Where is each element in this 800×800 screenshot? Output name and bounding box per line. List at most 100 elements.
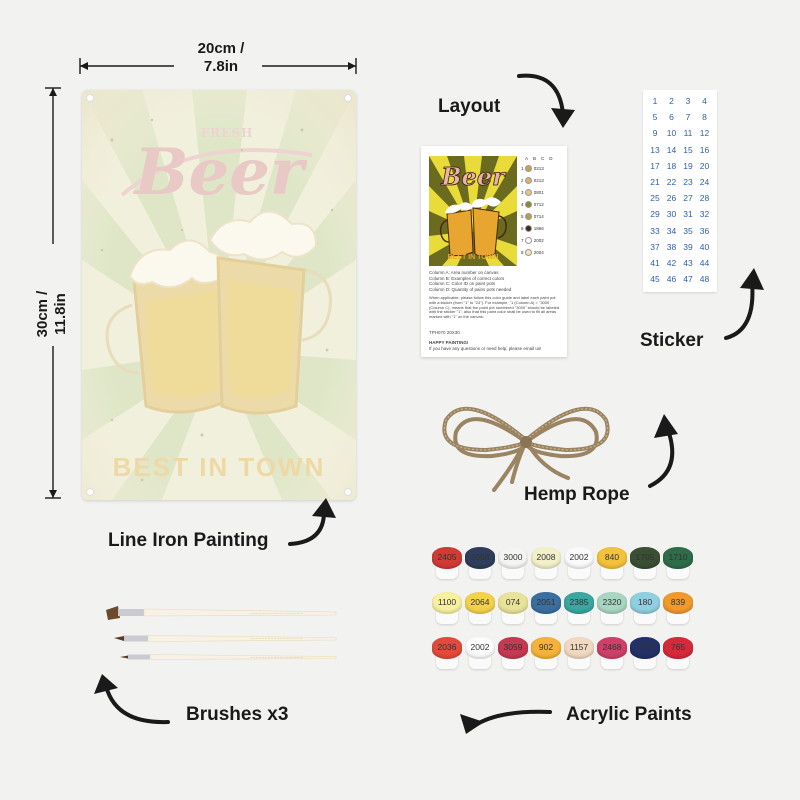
sticker-number: 30 bbox=[666, 209, 677, 220]
sticker-number: 19 bbox=[683, 160, 693, 171]
paint-code: 2036 bbox=[437, 642, 457, 652]
legend-swatch bbox=[524, 213, 532, 221]
paint-pot: 902 bbox=[531, 637, 561, 669]
sticker-number: 26 bbox=[666, 193, 677, 204]
paint-pot: 840 bbox=[597, 547, 627, 579]
legend-swatch bbox=[524, 249, 532, 257]
legend-swatch bbox=[524, 165, 532, 173]
paint-pot: 2008 bbox=[531, 547, 561, 579]
paint-pot-cap bbox=[564, 637, 594, 659]
paint-pot: 2385 bbox=[564, 592, 594, 624]
brushes: ~~~~~~~~~~~~~~~~~~ ~~~~~~~~~~~~~~~~~~ ~~… bbox=[106, 606, 337, 660]
hemp-rope bbox=[442, 406, 610, 492]
paint-pot-cap bbox=[498, 592, 528, 614]
column-c-text: Column C: Color ID on paint pots bbox=[429, 281, 496, 287]
paint-pot: 074 bbox=[498, 592, 528, 624]
line-iron-arrow-icon bbox=[288, 498, 336, 546]
line-iron-painting: FRESH Beer BEST IN TOWN bbox=[82, 90, 356, 500]
sticker-number: 38 bbox=[666, 241, 677, 252]
paint-code: 2064 bbox=[470, 597, 490, 607]
sticker-number: 5 bbox=[652, 112, 658, 123]
paint-pot-cap bbox=[432, 637, 462, 659]
line-iron-painting-label: Line Iron Painting bbox=[108, 530, 269, 551]
legend-header-c: C bbox=[541, 156, 550, 161]
paint-pot: 2064 bbox=[465, 592, 495, 624]
legend-number: 4 bbox=[521, 202, 524, 207]
legend-code: 1866 bbox=[533, 226, 544, 231]
paint-pot-cap bbox=[531, 592, 561, 614]
sticker-arrow-icon bbox=[724, 268, 764, 340]
painting-brand: Beer bbox=[134, 135, 304, 210]
size-code: TPH070 20X30 bbox=[429, 330, 460, 335]
sticker-number: 24 bbox=[699, 177, 710, 187]
paint-pot-cap bbox=[465, 592, 495, 614]
paint-code: 902 bbox=[538, 642, 554, 652]
legend-header: ABCD bbox=[525, 156, 565, 161]
sticker-number: 46 bbox=[666, 274, 677, 285]
instruction-note: When applicable, please follow this colo… bbox=[429, 295, 560, 320]
mini-poster-bottom: BEST IN TOWN bbox=[447, 254, 499, 261]
layout-label: Layout bbox=[438, 96, 501, 117]
paint-pot: 3059 bbox=[498, 637, 528, 669]
paint-pot-cap bbox=[465, 637, 495, 659]
sticker-number: 9 bbox=[652, 128, 658, 139]
paint-pot-cap bbox=[564, 547, 594, 569]
legend-code: 0712 bbox=[533, 202, 544, 207]
mini-poster-art bbox=[429, 156, 517, 266]
brush-flat: ~~~~~~~~~~~~~~~~~~ bbox=[106, 606, 337, 620]
paint-pot: 2320 bbox=[597, 592, 627, 624]
paint-code: 180 bbox=[637, 597, 653, 607]
sticker-number: 6 bbox=[669, 112, 674, 123]
sticker-number: 33 bbox=[650, 225, 660, 236]
paint-pot-cap bbox=[597, 592, 627, 614]
legend-code: 2002 bbox=[533, 238, 544, 243]
legend-header-d: D bbox=[549, 156, 558, 161]
legend-swatch bbox=[524, 237, 532, 245]
brushes-label: Brushes x3 bbox=[186, 704, 289, 725]
paint-pot: 1710 bbox=[663, 547, 693, 579]
sticker-number: 8 bbox=[702, 112, 707, 123]
paint-pot: 2058 bbox=[465, 547, 495, 579]
paint-pot: 2002 bbox=[564, 547, 594, 579]
paint-pot: 1157 bbox=[564, 637, 594, 669]
paint-pot-cap bbox=[531, 637, 561, 659]
paint-code: 1705 bbox=[635, 552, 655, 562]
sticker-number: 10 bbox=[666, 128, 677, 139]
legend-code: 0213 bbox=[533, 178, 544, 183]
brush-round-medium: ~~~~~~~~~~~~~~~~~~ bbox=[114, 635, 337, 642]
paint-pot-cap bbox=[630, 547, 660, 569]
sticker-number: 29 bbox=[650, 209, 660, 220]
sticker-number: 21 bbox=[650, 177, 660, 187]
paint-code: 2002 bbox=[470, 642, 490, 652]
sticker-number: 2 bbox=[669, 96, 674, 106]
sticker-number: 43 bbox=[683, 258, 693, 268]
paint-pot-cap bbox=[432, 547, 462, 569]
paint-code: 1710 bbox=[668, 552, 688, 562]
paint-code: 3059 bbox=[503, 642, 523, 652]
layout-card: Beer BEST IN TOWN ABCD 1 0213 2 0213 3 0… bbox=[421, 146, 567, 357]
column-descriptions: Column A: Area number on canvas Column B… bbox=[429, 270, 561, 292]
paint-code: 765 bbox=[670, 642, 686, 652]
sticker-number: 42 bbox=[666, 258, 677, 268]
column-d-text: Column D: Quantity of pains pots needed bbox=[429, 286, 512, 292]
sticker-number: 45 bbox=[650, 274, 660, 285]
sticker-number: 32 bbox=[699, 209, 710, 220]
sticker-number: 28 bbox=[699, 193, 710, 204]
legend-row: 5 0714 bbox=[521, 212, 565, 222]
legend-code: 2004 bbox=[533, 250, 544, 255]
sunburst-background bbox=[82, 90, 356, 500]
legend-row: 6 1866 bbox=[521, 224, 565, 234]
legend-swatch bbox=[524, 189, 532, 197]
sticker-number: 39 bbox=[683, 241, 693, 252]
svg-text:~~~~~~~~~~~~~~~~~~: ~~~~~~~~~~~~~~~~~~ bbox=[250, 637, 303, 641]
sticker-number: 34 bbox=[666, 225, 677, 236]
legend-number: 5 bbox=[521, 214, 524, 219]
paint-code: 3000 bbox=[503, 552, 523, 562]
legend-number: 3 bbox=[521, 190, 524, 195]
brushes-arrow-icon bbox=[94, 674, 170, 725]
paint-code: 2051 bbox=[536, 597, 556, 607]
legend-code: 0801 bbox=[533, 190, 544, 195]
column-b-text: Column B: Examples of correct colors bbox=[429, 275, 505, 281]
brush-round-fine: ~~~~~~~~~~~~~~~~~~ bbox=[120, 654, 337, 660]
